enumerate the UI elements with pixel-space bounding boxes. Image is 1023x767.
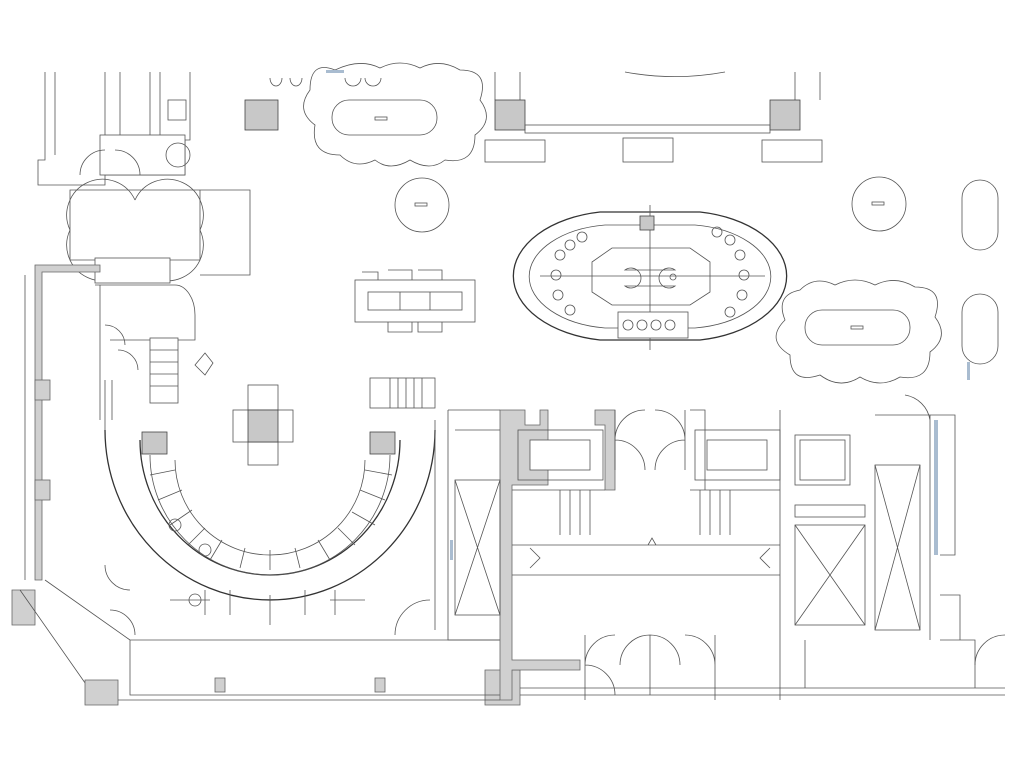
left-exterior-wall bbox=[11, 264, 521, 706]
stair-elevator-core bbox=[448, 409, 1005, 701]
entrance-corridor bbox=[37, 72, 191, 186]
stage-area bbox=[484, 71, 823, 163]
back-bar-service bbox=[95, 284, 214, 404]
bar-stools bbox=[550, 226, 750, 331]
long-table bbox=[354, 269, 476, 333]
vestibule-doors bbox=[66, 178, 251, 284]
round-table bbox=[394, 177, 450, 233]
pill-table bbox=[961, 179, 999, 251]
column bbox=[244, 99, 279, 131]
u-shaped-bar bbox=[104, 377, 500, 641]
cloud-banquette-top bbox=[269, 62, 487, 167]
elevator bbox=[874, 394, 1006, 666]
elevator bbox=[794, 434, 866, 626]
round-table bbox=[851, 176, 907, 232]
pill-table bbox=[961, 293, 999, 365]
oval-bar bbox=[512, 205, 788, 350]
high-table bbox=[232, 384, 294, 466]
cloud-banquette-right bbox=[775, 279, 942, 384]
elevator bbox=[450, 479, 501, 616]
